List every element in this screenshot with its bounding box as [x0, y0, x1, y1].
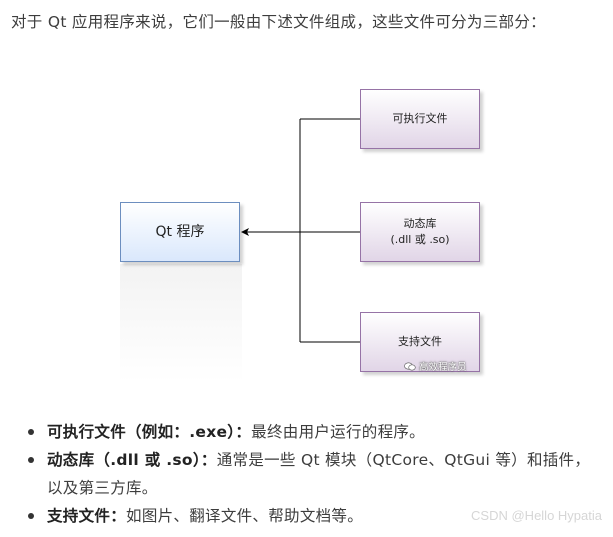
qt-program-label: Qt 程序 [155, 224, 205, 240]
list-item: 动态库（.dll 或 .so）：通常是一些 Qt 模块（QtCore、QtGui… [11, 446, 603, 502]
qt-program-box: Qt 程序 [120, 202, 240, 262]
list-item-term: 支持文件： [47, 507, 127, 525]
dynamic-library-label: 动态库 [403, 217, 437, 230]
csdn-watermark: CSDN @Hello Hypatia [471, 508, 602, 523]
dynamic-library-box: 动态库 (.dll 或 .so) [360, 202, 480, 262]
dynamic-library-sublabel: (.dll 或 .so) [390, 233, 450, 246]
support-files-box: 支持文件 [360, 312, 480, 372]
watermark: 高效程序员 [404, 359, 467, 373]
executable-label: 可执行文件 [392, 112, 448, 125]
list-item-term: 动态库（.dll 或 .so）： [47, 451, 217, 469]
executable-box: 可执行文件 [360, 89, 480, 149]
list-item-desc: 最终由用户运行的程序。 [251, 423, 425, 441]
support-files-label: 支持文件 [398, 335, 442, 348]
watermark-text: 高效程序员 [419, 362, 467, 373]
list-item-desc: 如图片、翻译文件、帮助文档等。 [126, 507, 364, 525]
arrowhead-icon [241, 228, 249, 236]
list-item-desc: 通常是一些 Qt 模块（QtCore、QtGui 等）和插件，以及第三方库。 [47, 451, 591, 497]
wechat-icon [404, 362, 416, 371]
file-type-list: 可执行文件（例如：.exe）：最终由用户运行的程序。 动态库（.dll 或 .s… [11, 418, 603, 530]
intro-paragraph: 对于 Qt 应用程序来说，它们一般由下述文件组成，这些文件可分为三部分： [11, 13, 546, 31]
list-item-term: 可执行文件（例如：.exe）： [47, 423, 252, 441]
list-item: 支持文件：如图片、翻译文件、帮助文档等。 [11, 502, 603, 530]
list-item: 可执行文件（例如：.exe）：最终由用户运行的程序。 [11, 418, 603, 446]
box-reflection [120, 264, 242, 382]
